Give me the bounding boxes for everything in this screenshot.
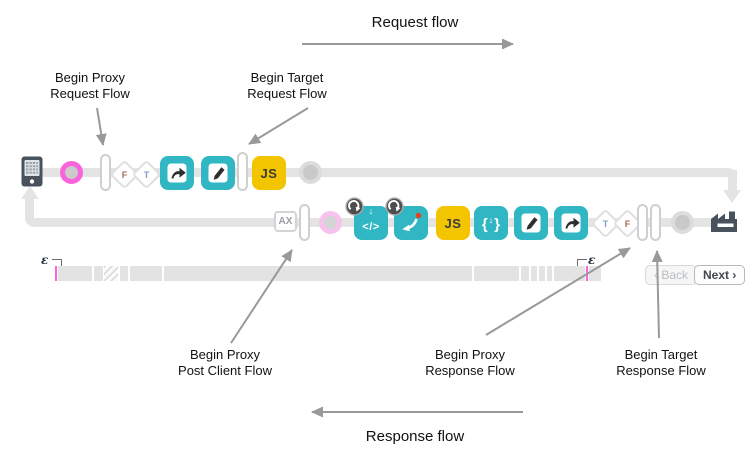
- timeline-segment: [531, 266, 537, 281]
- request-flow-title: Request flow: [371, 14, 459, 31]
- assign-message-policy-icon-request[interactable]: [201, 156, 235, 190]
- timeline-segment: [164, 266, 472, 281]
- timeline-segment: [521, 266, 529, 281]
- timeline-segment: [130, 266, 162, 281]
- json-to-variables-policy-icon[interactable]: { ↓ }: [474, 206, 508, 240]
- begin-target-response-flow-step[interactable]: [650, 204, 661, 241]
- callout-policy-icon-response[interactable]: [554, 206, 588, 240]
- begin-proxy-response-flow-step[interactable]: [637, 204, 648, 241]
- response-start-node[interactable]: [319, 211, 342, 234]
- timeline-segment: [94, 266, 103, 281]
- begin-proxy-request-flow-step[interactable]: [100, 154, 111, 191]
- arrow-begin-proxy-request: [95, 107, 107, 146]
- label-begin-proxy-response-flow: Begin Proxy Response Flow: [425, 347, 515, 378]
- timeline-segment: [554, 266, 585, 281]
- timeline-marker-end: [586, 266, 588, 281]
- response-flow-title: Response flow: [365, 428, 465, 445]
- arrow-begin-proxy-response: [485, 247, 631, 336]
- request-end-node[interactable]: [299, 161, 322, 184]
- label-begin-proxy-request-flow: Begin Proxy Request Flow: [50, 70, 130, 101]
- callout-policy-icon-request[interactable]: [160, 156, 194, 190]
- loop-badge-icon: [385, 197, 404, 216]
- timeline-marker-start: [55, 266, 57, 281]
- begin-target-request-flow-step[interactable]: [237, 152, 248, 191]
- next-button[interactable]: Next ›: [694, 265, 746, 285]
- timeline-segment: [547, 266, 552, 281]
- response-track-corner: [25, 198, 34, 220]
- timeline-segment: [58, 266, 92, 281]
- label-begin-target-request-flow: Begin Target Request Flow: [247, 70, 327, 101]
- timeline-scrubber[interactable]: [55, 266, 601, 281]
- request-track-arrowhead: [723, 190, 741, 203]
- loop-badge-icon: [345, 197, 364, 216]
- javascript-policy-icon-response[interactable]: JS: [436, 206, 470, 240]
- timeline-segment-hatched: [104, 266, 118, 281]
- timeline-segment: [589, 266, 601, 281]
- analytics-marker[interactable]: AX: [274, 211, 297, 232]
- label-begin-proxy-post-client-flow: Begin Proxy Post Client Flow: [178, 347, 272, 378]
- label-begin-target-response-flow: Begin Target Response Flow: [616, 347, 706, 378]
- target-factory-icon[interactable]: [710, 209, 738, 238]
- javascript-policy-icon-request[interactable]: JS: [252, 156, 286, 190]
- timeline-bracket-left: [52, 259, 62, 269]
- timeline-epsilon-right: ε: [588, 253, 596, 267]
- assign-message-policy-icon-response[interactable]: [514, 206, 548, 240]
- arrow-begin-proxy-post-client: [230, 249, 293, 344]
- response-end-node[interactable]: [671, 211, 694, 234]
- extract-variables-policy-icon[interactable]: ↓ </>: [354, 206, 388, 240]
- condition-true-diamond-request[interactable]: T: [131, 159, 162, 190]
- request-track-corner: [728, 170, 737, 190]
- request-track: [40, 168, 737, 177]
- begin-proxy-post-client-flow-step[interactable]: [299, 204, 310, 241]
- route-policy-icon[interactable]: [394, 206, 428, 240]
- timeline-epsilon-left: ε: [41, 253, 49, 267]
- response-track-arrowhead: [20, 186, 39, 199]
- request-start-node[interactable]: [60, 161, 83, 184]
- timeline-segment: [474, 266, 519, 281]
- timeline-segment: [120, 266, 128, 281]
- client-phone-icon[interactable]: [21, 156, 43, 192]
- back-button[interactable]: ‹ Back: [645, 265, 698, 285]
- arrow-begin-target-request: [248, 107, 309, 145]
- timeline-segment: [539, 266, 545, 281]
